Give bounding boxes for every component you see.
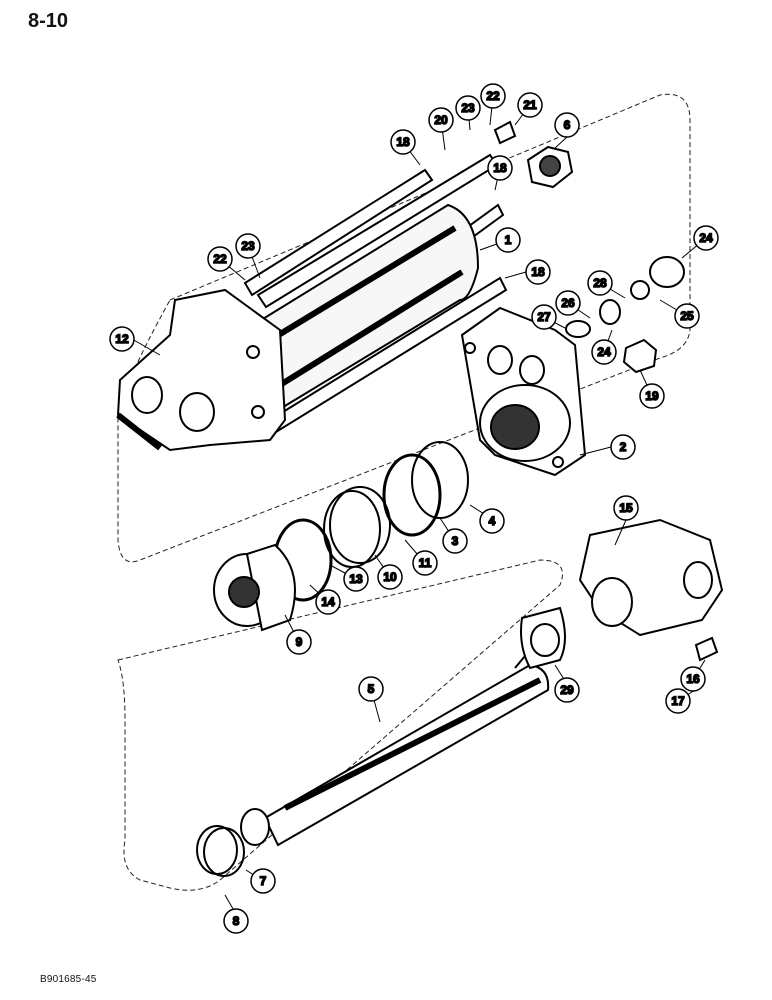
callout-15: 15 xyxy=(613,495,639,521)
svg-text:27: 27 xyxy=(537,310,551,324)
cylinder-barrel xyxy=(243,203,480,420)
callout-29: 29 xyxy=(554,677,580,703)
svg-text:19: 19 xyxy=(645,389,659,403)
wiper-rings xyxy=(196,825,245,877)
callout-20: 20 xyxy=(428,107,454,133)
callout-26: 26 xyxy=(555,290,581,316)
group-outline-lower xyxy=(117,559,563,891)
collar xyxy=(520,606,566,670)
callout-16: 16 xyxy=(680,666,706,692)
footer-code: B901685-45 xyxy=(40,974,97,985)
svg-text:2: 2 xyxy=(620,440,627,454)
svg-text:1: 1 xyxy=(505,233,512,247)
callout-5: 5 xyxy=(358,676,384,702)
svg-text:29: 29 xyxy=(560,683,574,697)
callout-4: 4 xyxy=(479,508,505,534)
callout-3: 3 xyxy=(442,528,468,554)
callout-23b: 23 xyxy=(235,233,261,259)
callout-23: 23 xyxy=(455,95,481,121)
svg-text:18: 18 xyxy=(531,265,545,279)
svg-text:25: 25 xyxy=(680,309,694,323)
callout-27: 27 xyxy=(531,304,557,330)
svg-text:21: 21 xyxy=(523,98,537,112)
svg-text:3: 3 xyxy=(452,534,459,548)
callout-6: 6 xyxy=(554,112,580,138)
svg-text:12: 12 xyxy=(115,332,129,346)
mounting-end xyxy=(116,288,287,452)
callout-21: 21 xyxy=(517,92,543,118)
callout-24: 24 xyxy=(591,339,617,365)
page-number: 8-10 xyxy=(28,10,69,32)
callout-2: 2 xyxy=(610,434,636,460)
svg-text:20: 20 xyxy=(434,113,448,127)
callout-18: 18 xyxy=(390,129,416,155)
fittings xyxy=(493,120,685,374)
svg-text:18: 18 xyxy=(493,161,507,175)
svg-text:22: 22 xyxy=(213,252,227,266)
svg-text:14: 14 xyxy=(321,595,335,609)
svg-text:7: 7 xyxy=(260,874,267,888)
callout-10: 10 xyxy=(377,564,403,590)
svg-text:13: 13 xyxy=(349,572,363,586)
svg-text:15: 15 xyxy=(619,501,633,515)
callout-14: 14 xyxy=(315,589,341,615)
callout-17: 17 xyxy=(665,688,691,714)
svg-text:9: 9 xyxy=(296,635,303,649)
callout-13: 13 xyxy=(343,566,369,592)
head-block xyxy=(460,306,587,477)
callout-19: 19 xyxy=(639,383,665,409)
seal-rings xyxy=(273,441,469,602)
svg-text:8: 8 xyxy=(233,914,240,928)
rod-end xyxy=(578,518,724,662)
svg-text:17: 17 xyxy=(671,694,685,708)
piston xyxy=(213,543,296,632)
callout-22: 22 xyxy=(480,83,506,109)
callout-18b: 18 xyxy=(487,155,513,181)
svg-text:6: 6 xyxy=(564,118,571,132)
piston-rod xyxy=(240,648,550,847)
svg-text:11: 11 xyxy=(419,556,432,570)
svg-text:24: 24 xyxy=(699,231,713,245)
svg-text:10: 10 xyxy=(383,570,397,584)
callout-1: 1 xyxy=(495,227,521,253)
callout-9: 9 xyxy=(286,629,312,655)
svg-text:5: 5 xyxy=(368,682,375,696)
group-outline-upper xyxy=(117,93,691,563)
svg-text:22: 22 xyxy=(486,89,500,103)
svg-text:4: 4 xyxy=(489,514,496,528)
svg-text:28: 28 xyxy=(593,276,607,290)
callout-12: 12 xyxy=(109,326,135,352)
svg-text:18: 18 xyxy=(396,135,410,149)
svg-text:24: 24 xyxy=(597,345,611,359)
callout-8: 8 xyxy=(223,908,249,934)
callout-22b: 22 xyxy=(207,246,233,272)
callout-28: 28 xyxy=(587,270,613,296)
svg-text:16: 16 xyxy=(686,672,700,686)
callout-7: 7 xyxy=(250,868,276,894)
callout-18c: 18 xyxy=(525,259,551,285)
callouts: 1 2 3 4 5 6 7 8 9 10 11 12 13 14 15 16 1… xyxy=(109,83,719,934)
callout-11: 11 xyxy=(412,550,438,576)
svg-text:26: 26 xyxy=(561,296,575,310)
svg-text:23: 23 xyxy=(241,239,255,253)
callout-25: 25 xyxy=(674,303,700,329)
svg-text:23: 23 xyxy=(461,101,475,115)
callout-24b: 24 xyxy=(693,225,719,251)
